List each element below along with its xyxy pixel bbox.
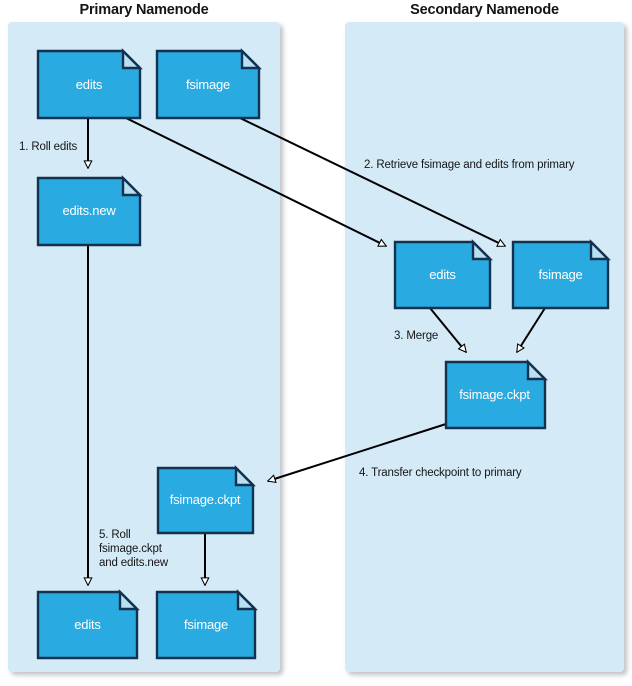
node-primary-fsimage-ckpt-shape [156,466,255,535]
step-label-5-roll: 5. Roll fsimage.ckpt and edits.new [99,528,189,570]
node-primary-edits[interactable] [36,48,143,120]
node-secondary-fsimage-ckpt[interactable] [444,359,548,430]
node-secondary-fsimage-fold-icon [589,239,611,261]
node-primary-fsimage-fold-icon [240,48,262,70]
node-secondary-edits-shape [393,240,492,310]
node-primary-fsimage-final[interactable] [155,589,258,660]
panel-secondary [345,22,624,672]
node-primary-edits-shape [36,49,142,120]
node-secondary-fsimage-shape [511,240,610,310]
arrow-step2-edits-to-secondary [125,117,386,247]
step-label-5-line2: fsimage.ckpt [99,543,162,555]
node-secondary-edits[interactable] [393,239,493,310]
panel-primary [8,22,280,672]
arrow-step3-merge-fsimage [516,307,546,352]
node-primary-fsimage-ckpt[interactable] [156,465,256,535]
arrow-step2-fsimage-to-secondary [239,117,505,247]
node-primary-fsimage[interactable] [155,48,262,120]
step-label-2-retrieve: 2. Retrieve fsimage and edits from prima… [364,159,575,171]
panel-title-secondary: Secondary Namenode [410,2,559,18]
node-primary-edits-new-shape [36,176,142,247]
node-primary-edits-new-fold-icon [121,175,143,197]
node-primary-fsimage-final-shape [155,590,257,660]
node-secondary-edits-fold-icon [471,239,493,261]
step-label-5-line3: and edits.new [99,557,169,569]
node-primary-fsimage-shape [155,49,261,120]
panel-title-primary: Primary Namenode [79,2,209,18]
panel-secondary-background [345,22,624,672]
node-primary-fsimage-ckpt-fold-icon [234,465,256,487]
step-label-1-roll-edits: 1. Roll edits [19,141,78,153]
arrow-step3-merge-edits [429,307,466,352]
node-secondary-fsimage-ckpt-fold-icon [526,359,548,381]
step-label-5-line1: 5. Roll [99,529,131,541]
node-primary-edits-final[interactable] [36,589,140,660]
node-primary-edits-final-shape [36,590,139,660]
step-label-4-transfer: 4. Transfer checkpoint to primary [359,467,522,479]
arrow-step4-transfer-checkpoint [268,423,447,481]
panel-primary-background [8,22,280,672]
node-primary-fsimage-final-fold-icon [236,589,258,611]
node-primary-edits-new[interactable] [36,175,143,247]
step-label-3-merge: 3. Merge [394,330,439,342]
node-secondary-fsimage[interactable] [511,239,611,310]
node-primary-edits-final-fold-icon [118,589,140,611]
node-secondary-fsimage-ckpt-shape [444,360,547,430]
node-primary-edits-fold-icon [121,48,143,70]
